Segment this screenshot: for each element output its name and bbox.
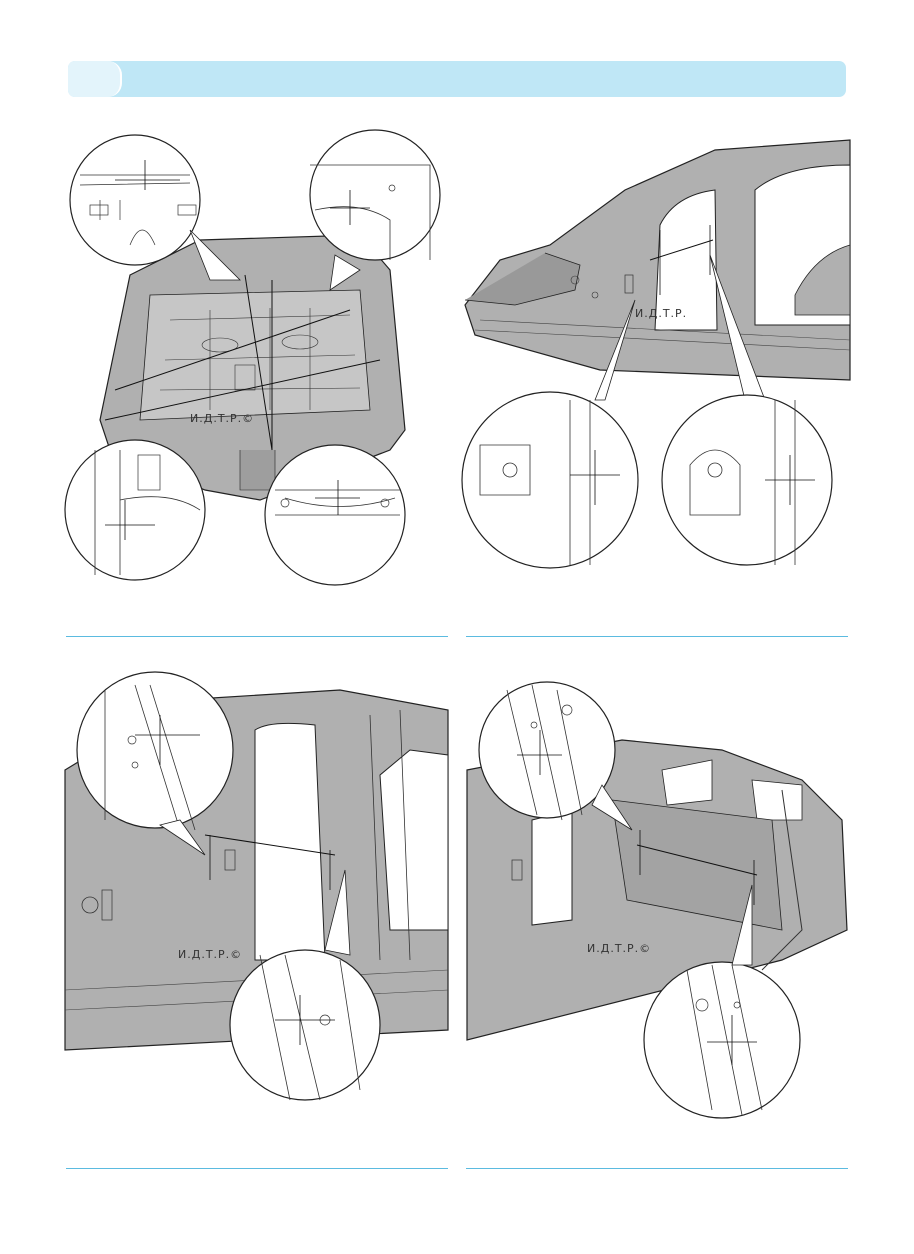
watermark-text: И.Д.Т.Р.: [635, 307, 687, 320]
watermark-text: И.Д.Т.Р.©: [190, 412, 254, 425]
diagram-front-side-pillar: И.Д.Т.Р.: [455, 135, 855, 585]
watermark-text: И.Д.Т.Р.©: [178, 948, 242, 961]
section-header-bar: [68, 61, 846, 97]
section-number-tab: [68, 61, 122, 97]
divider-top-right: [466, 636, 848, 637]
diagram-door-opening-rear: И.Д.Т.Р.©: [462, 670, 854, 1130]
divider-top-left: [66, 636, 448, 637]
watermark-text: И.Д.Т.Р.©: [587, 942, 651, 955]
divider-bottom-left: [66, 1168, 448, 1169]
divider-bottom-right: [466, 1168, 848, 1169]
diagram-front-compartment: И.Д.Т.Р.©: [60, 120, 450, 600]
diagram-door-opening-front: И.Д.Т.Р.©: [60, 670, 450, 1130]
